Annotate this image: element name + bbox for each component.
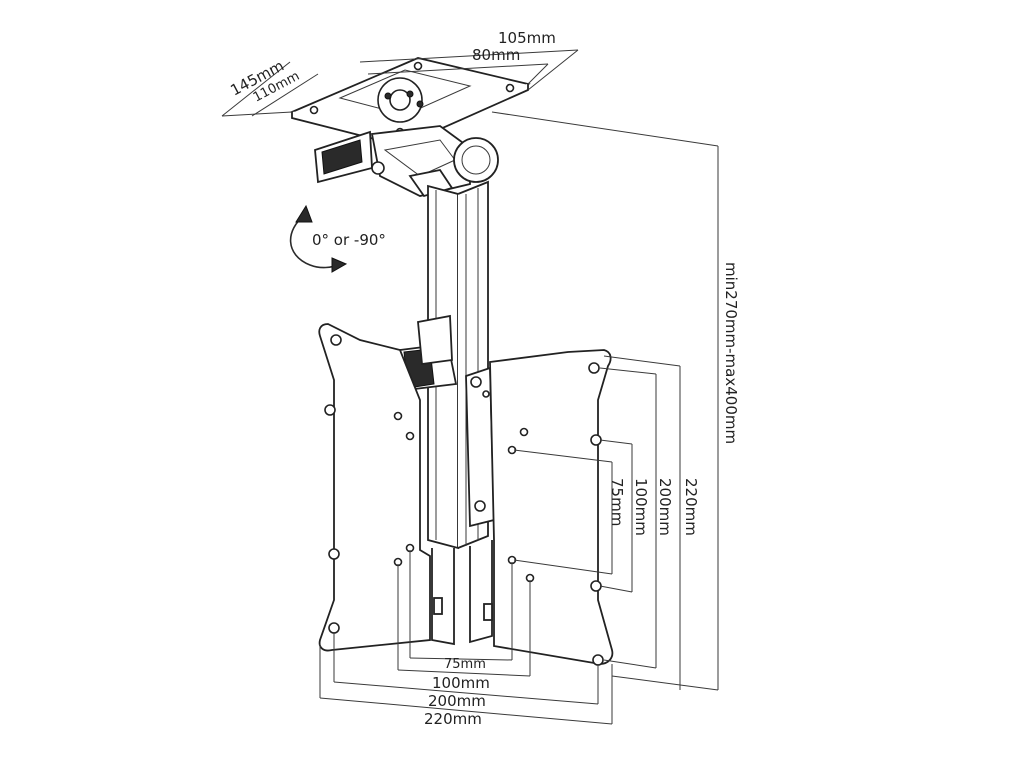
- vertical-vesa-dimensions: 75mm 100mm 200mm 220mm: [513, 355, 700, 690]
- horizontal-vesa-dimensions: 75mm 100mm 200mm 220mm: [319, 550, 613, 728]
- dim-v-75: 75mm: [608, 478, 626, 526]
- tilt-bracket: [314, 125, 499, 198]
- height-dimension: min270mm-max400mm: [491, 111, 740, 691]
- dim-top-80: 80mm: [472, 46, 520, 64]
- vesa-plate: [318, 323, 614, 666]
- dim-h-100: 100mm: [432, 674, 490, 692]
- dim-top-105: 105mm: [498, 29, 556, 47]
- dim-v-220: 220mm: [682, 478, 700, 536]
- rotation-arrow-icon: 0° or -90°: [289, 204, 386, 273]
- height-range-label: min270mm-max400mm: [722, 262, 740, 444]
- telescopic-pole: [398, 180, 495, 646]
- dim-h-220: 220mm: [424, 710, 482, 728]
- dim-v-100: 100mm: [632, 478, 650, 536]
- dim-h-75: 75mm: [444, 657, 486, 672]
- dim-v-200: 200mm: [656, 478, 674, 536]
- dim-h-200: 200mm: [428, 692, 486, 710]
- ceiling-plate: [289, 57, 531, 147]
- rotation-label: 0° or -90°: [312, 231, 386, 249]
